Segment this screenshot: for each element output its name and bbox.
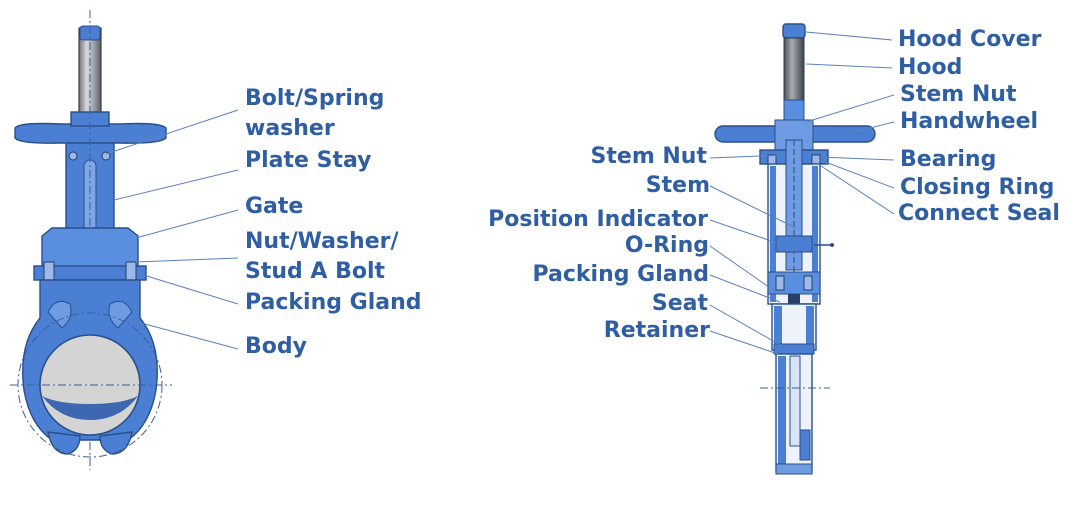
label-packing-gland-right: Packing Gland xyxy=(532,262,709,287)
label-retainer: Retainer xyxy=(603,318,710,343)
retainer xyxy=(773,343,815,355)
label-nut-washer-stud: Nut/Washer/ Stud A Bolt xyxy=(245,229,399,284)
bolt xyxy=(101,151,111,161)
label-stem-nut-right: Stem Nut xyxy=(900,82,1017,107)
label-o-ring: O-Ring xyxy=(624,233,709,258)
label-bearing: Bearing xyxy=(900,147,997,172)
label-gate: Gate xyxy=(245,194,304,219)
body-ear-left xyxy=(47,300,72,329)
bolt xyxy=(68,151,78,161)
right-valve-drawing xyxy=(714,23,876,475)
label-stem-nut-left: Stem Nut xyxy=(590,144,707,169)
label-position-indicator: Position Indicator xyxy=(488,207,708,232)
hood-cover xyxy=(782,23,806,39)
port-shadow xyxy=(42,396,138,420)
seat-gate xyxy=(789,355,801,447)
label-connect-seal: Connect Seal xyxy=(898,201,1060,226)
body-ear-right xyxy=(108,300,133,329)
left-valve-drawing xyxy=(10,10,172,470)
label-hood-cover: Hood Cover xyxy=(898,27,1042,52)
left-leader-lines xyxy=(105,109,239,350)
foot-left xyxy=(47,431,81,455)
foot-right xyxy=(99,431,133,455)
label-handwheel: Handwheel xyxy=(900,109,1039,134)
label-body: Body xyxy=(245,334,307,359)
label-hood: Hood xyxy=(898,55,963,80)
label-plate-stay: Plate Stay xyxy=(245,148,372,173)
position-indicator xyxy=(775,235,813,253)
label-closing-ring: Closing Ring xyxy=(900,175,1055,200)
label-stem: Stem xyxy=(645,173,710,198)
label-packing-gland-left: Packing Gland xyxy=(245,290,422,315)
right-leader-lines xyxy=(709,31,895,355)
label-seat: Seat xyxy=(651,291,708,316)
label-bolt-spring-washer: Bolt/Spring washer xyxy=(245,86,385,141)
